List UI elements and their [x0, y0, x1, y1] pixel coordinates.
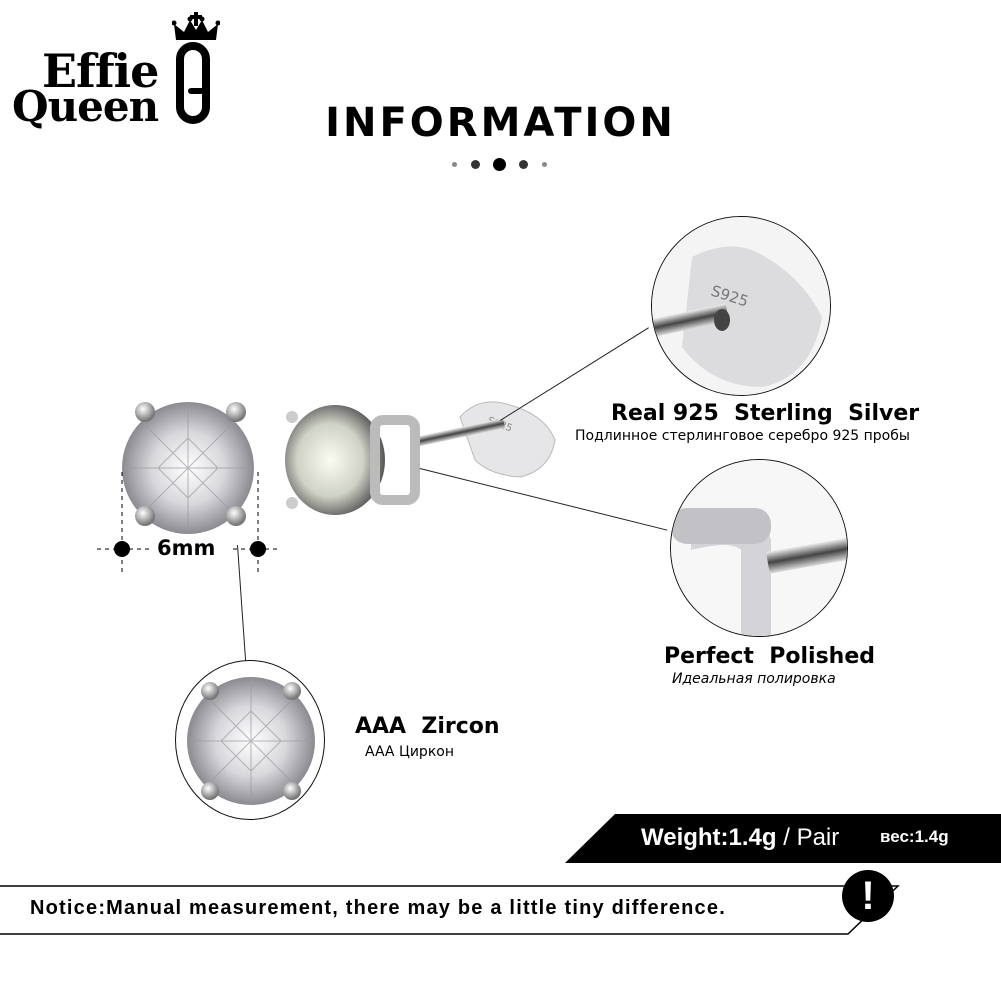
divider-dot	[519, 160, 528, 169]
weight-label: Weight:1.4g / Pair	[641, 824, 839, 852]
measure-endpoint	[114, 541, 130, 557]
title-divider-dots	[452, 158, 552, 172]
feature-title-zircon: AAA Zircon	[355, 714, 500, 739]
brand-logo: Effie Queen	[10, 8, 230, 133]
brand-name-line2: Queen	[12, 82, 159, 131]
page-title: INFORMATION	[325, 100, 676, 146]
size-label: 6mm	[157, 536, 216, 560]
earring-front-view	[97, 402, 278, 575]
crown-icon	[172, 12, 220, 40]
measure-endpoint	[250, 541, 266, 557]
notice-box: Notice:Manual measurement, there may be …	[0, 886, 900, 934]
detail-circle-polished	[670, 459, 848, 637]
feature-subtitle-polished: Идеальная полировка	[672, 671, 836, 687]
feature-title-polished: Perfect Polished	[664, 644, 876, 669]
feature-subtitle-silver: Подлинное стерлинговое серебро 925 пробы	[575, 428, 910, 444]
earring-side-view: S925	[285, 401, 556, 515]
detail-circle-silver: S925	[651, 216, 831, 396]
weight-banner: Weight:1.4g / Pair вес:1.4g	[565, 814, 1001, 863]
brand-name-line1: Effie	[42, 44, 159, 98]
weight-value: Weight:1.4g	[641, 824, 777, 851]
warning-icon: !	[842, 870, 894, 922]
detail-circle-zircon	[175, 660, 325, 820]
divider-dot	[493, 158, 506, 171]
notice-text: Notice:Manual measurement, there may be …	[30, 897, 726, 919]
feature-title-silver: Real 925 Sterling Silver	[611, 401, 920, 426]
weight-unit: / Pair	[776, 824, 840, 851]
weight-label-ru: вес:1.4g	[880, 827, 949, 846]
brand-q-monogram	[176, 42, 210, 124]
divider-dot	[542, 162, 547, 167]
feature-subtitle-zircon: AAA Циркон	[365, 744, 454, 760]
divider-dot	[452, 162, 457, 167]
divider-dot	[471, 160, 480, 169]
